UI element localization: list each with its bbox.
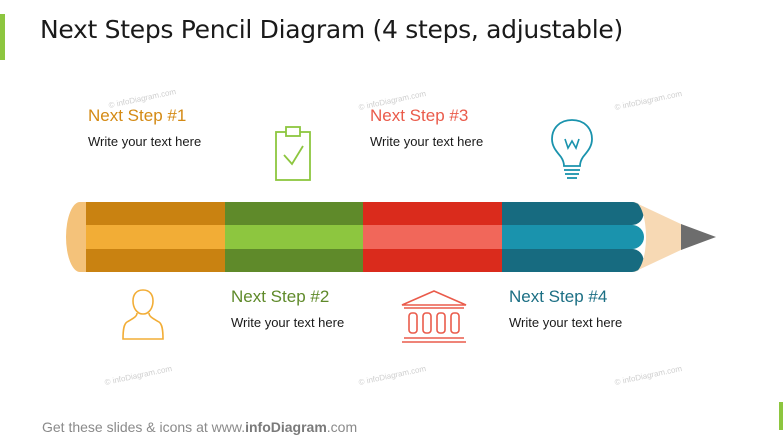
pencil-segment-4-middle: [502, 225, 644, 249]
step-4-text[interactable]: Write your text here: [509, 315, 623, 330]
person-icon: [122, 289, 164, 340]
step-3-text[interactable]: Write your text here: [370, 134, 484, 149]
footer-suffix: .com: [326, 419, 358, 435]
footer-prefix: Get these slides & icons at www.: [42, 419, 246, 435]
pencil-segment-3-top: [363, 202, 502, 225]
pencil-wood-tip: [634, 202, 683, 272]
step-3: Next Step #3 Write your text here: [370, 106, 483, 149]
step-1-title: Next Step #1: [88, 106, 187, 125]
step-1: Next Step #1 Write your text here: [88, 106, 201, 149]
lightbulb-icon: [551, 119, 593, 179]
pencil-segment-3-bottom: [363, 249, 502, 272]
pencil-segment-4-top: [502, 202, 644, 225]
step-2-title: Next Step #2: [231, 287, 330, 306]
pencil-segment-1-top: [86, 202, 225, 225]
pencil-segment-1-bottom: [86, 249, 225, 272]
page-title: Next Steps Pencil Diagram (4 steps, adju…: [40, 15, 623, 44]
pencil-segment-2-bottom: [225, 249, 363, 272]
pencil-lead: [681, 224, 716, 250]
corner-accent-mark: [779, 402, 783, 430]
footer-credit: Get these slides & icons at www.infoDiag…: [42, 419, 357, 435]
title-accent-bar: [0, 14, 5, 60]
step-3-title: Next Step #3: [370, 106, 469, 125]
clipboard-check-icon: [275, 126, 311, 181]
step-2: Next Step #2 Write your text here: [231, 287, 344, 330]
step-1-text[interactable]: Write your text here: [88, 134, 202, 149]
footer-brand[interactable]: infoDiagram: [245, 419, 327, 435]
pencil-segment-2-middle: [225, 225, 363, 249]
step-4-title: Next Step #4: [509, 287, 608, 306]
bank-building-icon: [401, 290, 467, 343]
pencil-segment-1-middle: [86, 225, 225, 249]
pencil-segment-3-middle: [363, 225, 502, 249]
pencil-segment-2-top: [225, 202, 363, 225]
pencil-eraser: [66, 202, 86, 272]
step-2-text[interactable]: Write your text here: [231, 315, 345, 330]
pencil-segment-4-bottom: [502, 249, 644, 272]
step-4: Next Step #4 Write your text here: [509, 287, 622, 330]
